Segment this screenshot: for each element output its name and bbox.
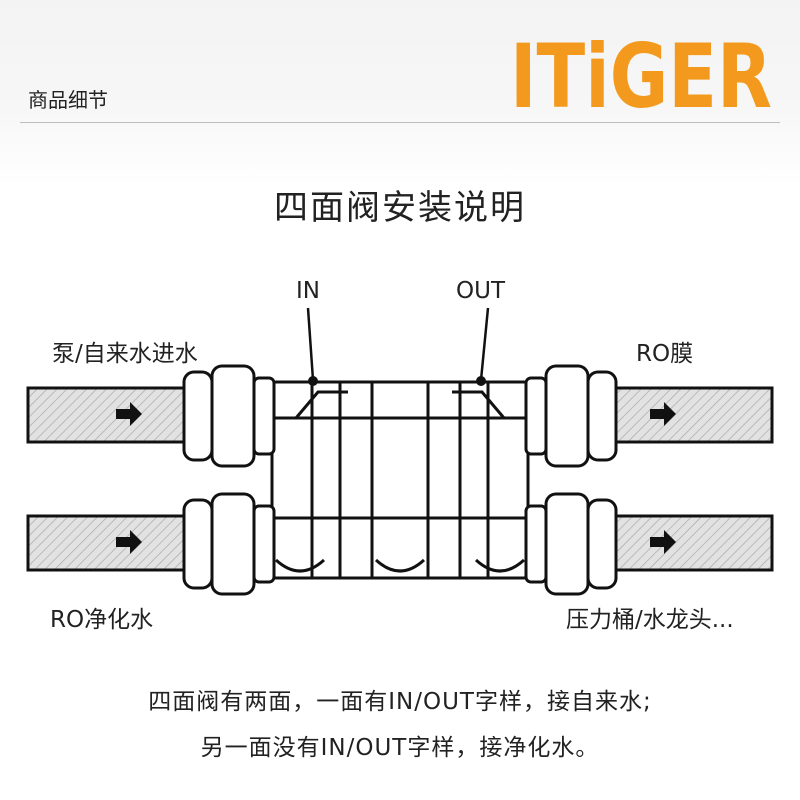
left-bottom-label: RO净化水 xyxy=(50,607,154,633)
caption-line-1: 四面阀有两面，一面有IN/OUT字样，接自来水; xyxy=(148,689,652,715)
valve-body xyxy=(270,380,530,580)
header-banner xyxy=(0,0,800,185)
caption-line-2: 另一面没有IN/OUT字样，接净化水。 xyxy=(200,735,600,761)
right-bottom-label: 压力桶/水龙头... xyxy=(566,607,734,633)
in-port-label: IN xyxy=(296,278,320,304)
fitting-left-top xyxy=(182,364,276,468)
fitting-right-bottom xyxy=(524,492,618,596)
right-top-label: RO膜 xyxy=(636,341,694,367)
header-divider xyxy=(20,122,780,123)
valve-diagram xyxy=(0,260,800,660)
flow-arrow-icon-left-top xyxy=(116,402,142,426)
pipe-left-bottom xyxy=(26,514,200,572)
valve-diagram-svg xyxy=(26,307,774,596)
out-leader xyxy=(476,307,490,386)
left-top-label: 泵/自来水进水 xyxy=(52,341,198,367)
pipe-right-top xyxy=(600,386,774,444)
brand-logo-svg: ITiGER xyxy=(510,34,772,114)
fitting-right-top xyxy=(524,364,618,468)
in-leader xyxy=(306,307,318,386)
section-label: 商品细节 xyxy=(28,88,108,112)
pipe-left-top xyxy=(26,386,200,444)
out-port-label: OUT xyxy=(456,278,505,304)
page-title: 四面阀安装说明 xyxy=(274,188,526,228)
flow-arrow-icon-left-bottom xyxy=(116,530,142,554)
brand-logo: ITiGER xyxy=(510,34,775,114)
brand-logo-text: ITiGER xyxy=(510,34,772,114)
flow-arrow-icon-right-top xyxy=(650,402,676,426)
fitting-left-bottom xyxy=(182,492,276,596)
flow-arrow-icon-right-bottom xyxy=(650,530,676,554)
pipe-right-bottom xyxy=(600,514,774,572)
